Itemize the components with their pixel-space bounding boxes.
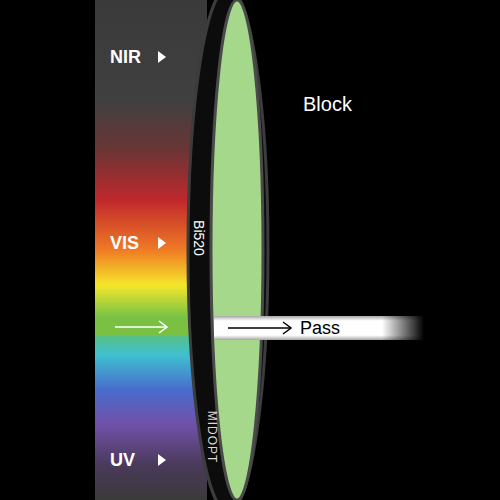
incoming-arrow-head (159, 321, 167, 333)
block-label: Block (303, 94, 352, 114)
pass-arrow-head (283, 322, 291, 334)
band-label: VIS (110, 234, 139, 252)
filter-rim (188, 0, 268, 500)
uv-pointer (158, 454, 166, 466)
brand-mark: MIDOPT (206, 411, 218, 464)
band-label: UV (110, 451, 135, 469)
filter-glass (211, 0, 263, 500)
pass-label: Pass (300, 319, 340, 337)
pass-beam-shade (214, 316, 424, 340)
filter-model: Bi520 (192, 220, 206, 256)
pass-arrow (228, 327, 290, 329)
vis-pointer (158, 237, 166, 249)
band-label: NIR (110, 48, 141, 66)
nir-pointer (158, 51, 166, 63)
incoming-arrow (115, 326, 166, 328)
pass-beam (214, 316, 424, 340)
